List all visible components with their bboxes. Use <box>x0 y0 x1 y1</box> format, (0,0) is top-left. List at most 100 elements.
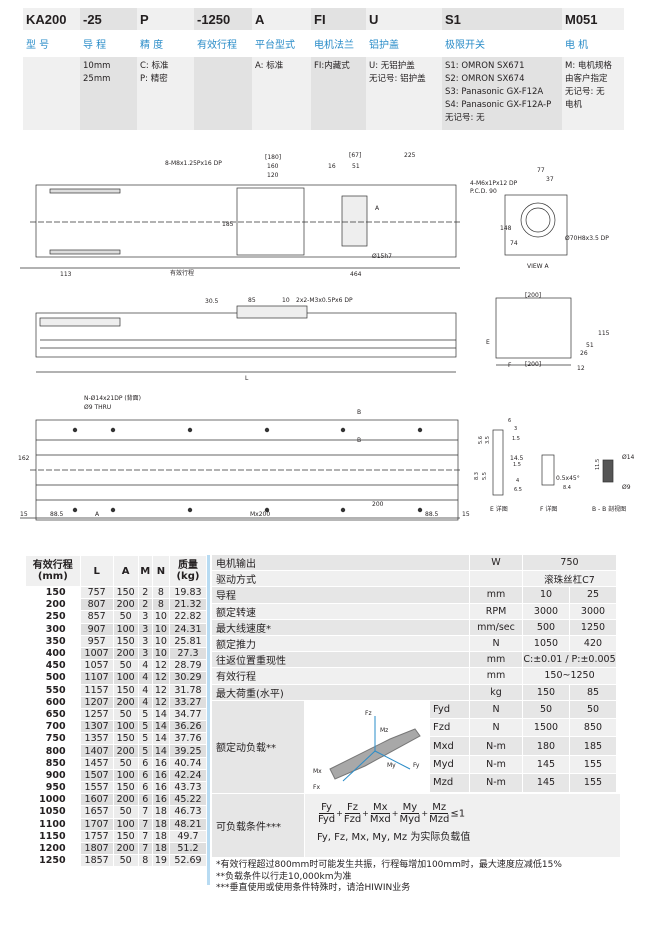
spec-label: 最大线速度* <box>212 619 470 636</box>
model-option-list: A: 标准 <box>252 57 311 130</box>
table-cell: 18 <box>152 806 169 818</box>
model-code: S1 <box>442 8 562 30</box>
dim-label: 4-M6x1Px12 DP <box>470 180 518 187</box>
table-cell: 100 <box>113 769 138 781</box>
e-detail-dim: 3 <box>514 426 517 432</box>
table-cell: 40.74 <box>169 757 206 769</box>
dynamic-load-cell: 155 <box>570 774 617 793</box>
table-cell: 150 <box>113 782 138 794</box>
model-option: S1: OMRON SX671 <box>445 61 525 71</box>
table-cell: 50 <box>113 806 138 818</box>
table-cell: 52.69 <box>169 855 206 867</box>
model-field-label: 电机法兰 <box>311 30 366 57</box>
model-option: FI:内藏式 <box>314 61 350 71</box>
numerator: My <box>400 801 420 814</box>
axis-fy: Fy <box>413 762 420 769</box>
model-field-label: 精 度 <box>137 30 194 57</box>
denominator: Mxd <box>369 813 391 825</box>
dim-label: 8-M8x1.25Px16 DP <box>165 160 222 167</box>
table-cell: 37.76 <box>169 733 206 745</box>
denominator: Myd <box>399 813 421 825</box>
footnote: ***垂直使用或使用条件特殊时，请洽HIWIN业务 <box>216 883 411 893</box>
table-cell: 7 <box>138 830 152 842</box>
table-cell: 18 <box>152 842 169 855</box>
spec-unit: W <box>470 555 523 572</box>
model-option: 10mm <box>83 61 111 71</box>
table-cell: 42.24 <box>169 769 206 781</box>
dynamic-load-cell: 50 <box>570 700 617 720</box>
dynamic-load-cell: N <box>470 719 523 738</box>
table-cell: 250 <box>26 611 80 623</box>
axis-fx: Fx <box>313 784 320 791</box>
e-detail-dim: 6 <box>508 418 511 424</box>
table-cell: 200 <box>113 794 138 806</box>
dim-label: 225 <box>404 152 416 159</box>
model-code: -1250 <box>194 8 252 30</box>
axis-my: My <box>387 762 396 769</box>
table-cell: 10 <box>152 623 169 635</box>
spec-value: 1050 <box>523 635 570 653</box>
denominator: Fzd <box>343 813 362 825</box>
load-axes-diagram: Fz Mz My Fy Mx Fx <box>305 700 430 793</box>
table-cell: 850 <box>26 757 80 769</box>
table-cell: 51.2 <box>169 842 206 855</box>
footnote: *有效行程超过800mm时可能发生共振，行程每增加100mm时，最大速度应减低1… <box>216 860 562 870</box>
table-cell: 1407 <box>80 745 113 757</box>
e-detail-dim: 1.5 <box>513 462 521 468</box>
dim-label: 200 <box>372 501 384 508</box>
table-cell: 6 <box>138 794 152 806</box>
table-cell: 16 <box>152 782 169 794</box>
table-cell: 43.73 <box>169 782 206 794</box>
model-field-label: 导 程 <box>80 30 137 57</box>
spec-unit: RPM <box>470 603 523 620</box>
detail-title: E 详图 <box>490 505 508 513</box>
model-code: U <box>366 8 442 30</box>
dim-label: 77 <box>537 167 545 174</box>
dim-label: 162 <box>18 455 30 462</box>
dim-label: 88.5 <box>50 511 64 518</box>
dim-label: A <box>375 205 380 212</box>
dimension-drawings: 8-M8x1.25Px16 DP [180] 160 120 [67] 16 5… <box>18 152 635 521</box>
dim-label: 160 <box>267 163 279 170</box>
table-cell: 450 <box>26 660 80 672</box>
table-cell: 10 <box>152 635 169 647</box>
spec-unit <box>470 571 523 588</box>
spec-value: 750 <box>523 555 617 572</box>
inequality: ≤1 <box>450 808 466 820</box>
model-option: U: 无铝护盖 <box>369 61 415 71</box>
table-cell: 1657 <box>80 806 113 818</box>
model-code: KA200 <box>23 8 80 30</box>
table-cell: 700 <box>26 721 80 733</box>
model-option-list: M: 电机规格由客户指定无记号: 无电机 <box>562 57 624 130</box>
table-cell: 19 <box>152 855 169 867</box>
table-cell: 16 <box>152 769 169 781</box>
dynamic-load-cell: 1500 <box>523 719 570 738</box>
model-option: P: 精密 <box>140 74 168 84</box>
spec-unit: mm <box>470 652 523 669</box>
table-cell: 1307 <box>80 721 113 733</box>
table-cell: 1150 <box>26 830 80 842</box>
table-cell: 650 <box>26 708 80 721</box>
table-cell: 550 <box>26 684 80 696</box>
table-cell: 100 <box>113 818 138 830</box>
model-option: 电机 <box>565 100 583 110</box>
table-cell: 1250 <box>26 855 80 867</box>
table-cell: 14 <box>152 721 169 733</box>
column-header-text: (kg) <box>176 571 200 582</box>
table-cell: 36.26 <box>169 721 206 733</box>
e-detail-dim: 8.3 <box>474 472 480 480</box>
dim-label: 74 <box>510 240 518 247</box>
dynamic-load-cell: 145 <box>523 774 570 793</box>
e-detail-dim: 3.5 <box>485 436 491 444</box>
column-header: L <box>80 556 113 586</box>
table-cell: 19.83 <box>169 587 206 599</box>
table-cell: 50 <box>113 611 138 623</box>
